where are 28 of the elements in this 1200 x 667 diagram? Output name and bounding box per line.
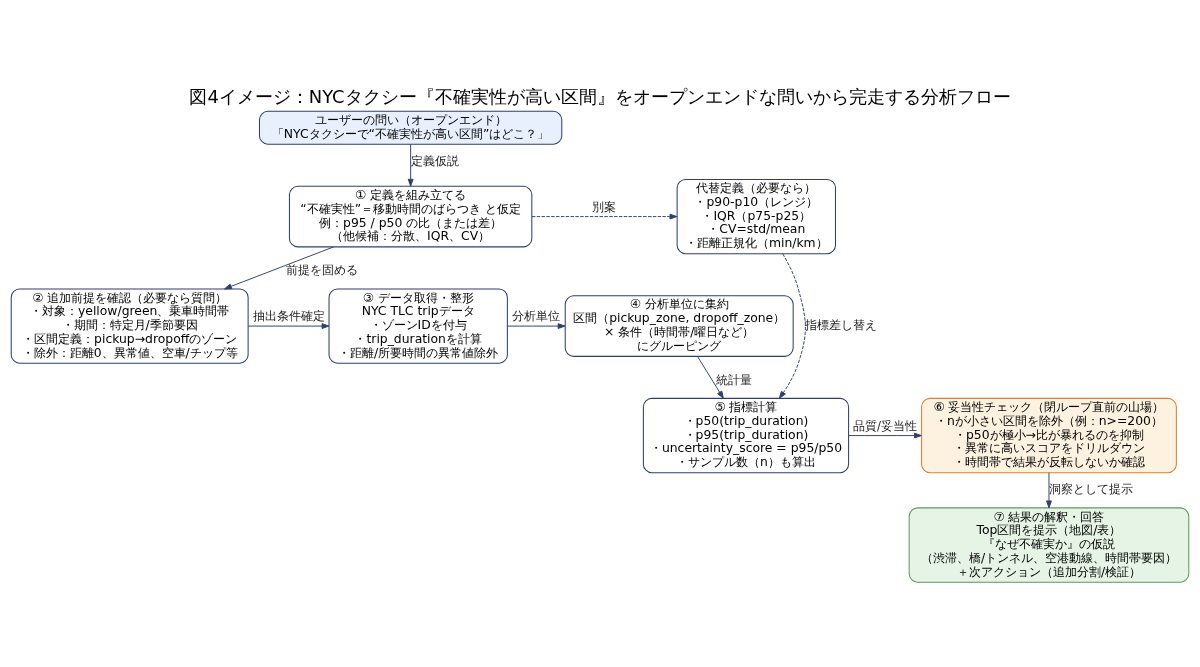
node-box: ユーザーの問い（オープンエンド） 「NYCタクシーで“不確実性が高い区間”はどこ？」 — [258, 110, 563, 145]
edge-label: 定義仮説 — [410, 153, 459, 168]
edge-label: 洞察として提示 — [1048, 481, 1133, 496]
node-box: ① 定義を組み立てる “不確実性”＝移動時間のばらつき と仮定 例：p95 / p50 の比（または差） （他候補：分散、IQR、CV） — [288, 185, 533, 247]
arrow — [1046, 471, 1052, 508]
diagram-title: 図4イメージ：NYCタクシー『不確実性が高い区間』をオープンエンドな問いから完走する分析フロー — [189, 85, 1011, 107]
arrow — [848, 432, 922, 438]
arrow — [407, 143, 414, 187]
arrow — [224, 245, 335, 289]
node-box: 代替定義（必要なら） ・p90-p10（レンジ） ・IQR（p75-p25） ・CV=std/mean ・距離正規化（min/km） — [676, 178, 837, 254]
edge-label: 前提を固める — [286, 262, 359, 277]
arrow — [531, 213, 678, 219]
node-box: ⑥ 妥当性チェック（閉ループ直前の山場） ・nが小さい区間を除外（例：n>=200） ・p50が極小→比が暴れるのを抑制 ・異常に高いスコアをドリルダウン ・時間帯で結果が反転しないか確認 — [921, 397, 1177, 473]
arrow — [507, 322, 566, 329]
edge-label: 抽出条件確定 — [252, 308, 325, 323]
node-box: ② 追加前提を確認（必要なら質問） ・対象：yellow/green、乗車時間帯 ・期間：特定月/季節要因 ・区間定義：pickup→dropoffのゾーン ・除外：距離0、異常値、空車/チップ等 — [10, 287, 249, 364]
node-box: ③ データ取得・整形 NYC TLC tripデータ ・ゾーンIDを付与 ・trip_durationを計算 ・距離/所要時間の異常値除外 — [328, 287, 508, 364]
edge-label: 別案 — [592, 199, 617, 214]
node-box: ④ 分析単位に集約 区間（pickup_zone, dropoff_zone） × 条件（時間帯/曜日など） にグルーピング — [564, 294, 794, 357]
edge-label: 指標差し替え — [805, 317, 878, 332]
edge-label: 品質/妥当性 — [853, 418, 918, 433]
arrow — [778, 252, 806, 399]
arrow — [247, 322, 330, 329]
node-box: ⑤ 指標計算 ・p50(trip_duration) ・p95(trip_duration) ・uncertainty_score = p95/p50 ・サンプル数（n）も算出 — [642, 397, 850, 473]
edge-label: 分析単位 — [512, 308, 561, 323]
node-box: ⑦ 結果の解釈・回答 Top区間を提示（地図/表） 『なぜ不確実か』の仮説 （渋滞、橋/トンネル、空港動線、時間帯要因） ＋次アクション（追加分割/検証） — [908, 506, 1190, 583]
edge-label: 統計量 — [716, 372, 753, 387]
arrow — [697, 355, 724, 399]
